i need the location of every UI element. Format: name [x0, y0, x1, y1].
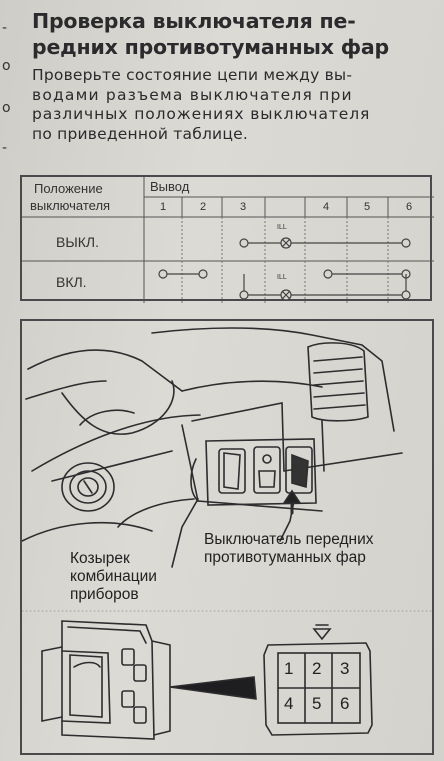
terminal-6: 6: [406, 201, 413, 213]
connector-pin-1: 1: [284, 659, 294, 678]
row-on-lamp-label: ILL: [277, 274, 287, 281]
connector-pin-5: 5: [312, 694, 322, 713]
dashboard-illustration: [22, 327, 432, 740]
heading-line-2: редних противотуманных фар: [32, 35, 389, 59]
row-on-continuity: [158, 269, 411, 301]
terminal-5: 5: [364, 201, 371, 213]
header-terminal: Вывод: [150, 179, 190, 194]
header-position-line-1: Положение: [34, 181, 103, 196]
margin-marks: - o o -: [0, 0, 14, 200]
label-visor-line-1: Козырек: [70, 550, 130, 567]
instruction-line-1: Проверьте состояние цепи между вы-: [32, 66, 353, 84]
row-off-lamp-label: ILL: [277, 224, 287, 231]
row-off-continuity: [239, 237, 411, 249]
connector-pin-3: 3: [340, 659, 350, 678]
terminal-4: 4: [323, 201, 330, 213]
connector-pin-6: 6: [340, 694, 350, 713]
switch-location-figure: Выключатель передних противотуманных фар…: [20, 319, 434, 755]
margin-mark: -: [2, 140, 8, 156]
continuity-table: Положение выключателя Вывод 1 2 3 4 5 6 …: [20, 175, 434, 303]
row-label-off: ВЫКЛ.: [56, 234, 99, 250]
instruction-line-4: по приведенной таблице.: [32, 124, 248, 143]
margin-mark: o: [2, 100, 11, 116]
terminal-2: 2: [200, 201, 207, 213]
section-heading: Проверка выключателя пе- редних противот…: [32, 8, 437, 60]
label-fog-switch-line-2: противотуманных фар: [204, 549, 366, 566]
instruction-text: Проверьте состояние цепи между вы- водам…: [32, 66, 437, 144]
terminal-1: 1: [160, 201, 167, 213]
label-fog-switch-line-1: Выключатель передних: [204, 531, 374, 548]
connector-pin-2: 2: [312, 659, 322, 678]
heading-line-1: Проверка выключателя пе-: [32, 9, 356, 33]
table-grid: [22, 177, 434, 303]
terminal-3: 3: [240, 201, 247, 213]
connector-pin-4: 4: [284, 694, 294, 713]
margin-mark: o: [2, 58, 11, 74]
margin-mark: -: [2, 20, 8, 36]
instruction-line-3: различных положениях выключателя: [32, 105, 371, 123]
label-visor-line-2: комбинации: [70, 568, 157, 585]
label-visor-line-3: приборов: [70, 586, 139, 603]
instruction-line-2: водами разъема выключателя при: [32, 85, 353, 104]
row-label-on: ВКЛ.: [56, 274, 87, 290]
header-position-line-2: выключателя: [30, 198, 111, 213]
